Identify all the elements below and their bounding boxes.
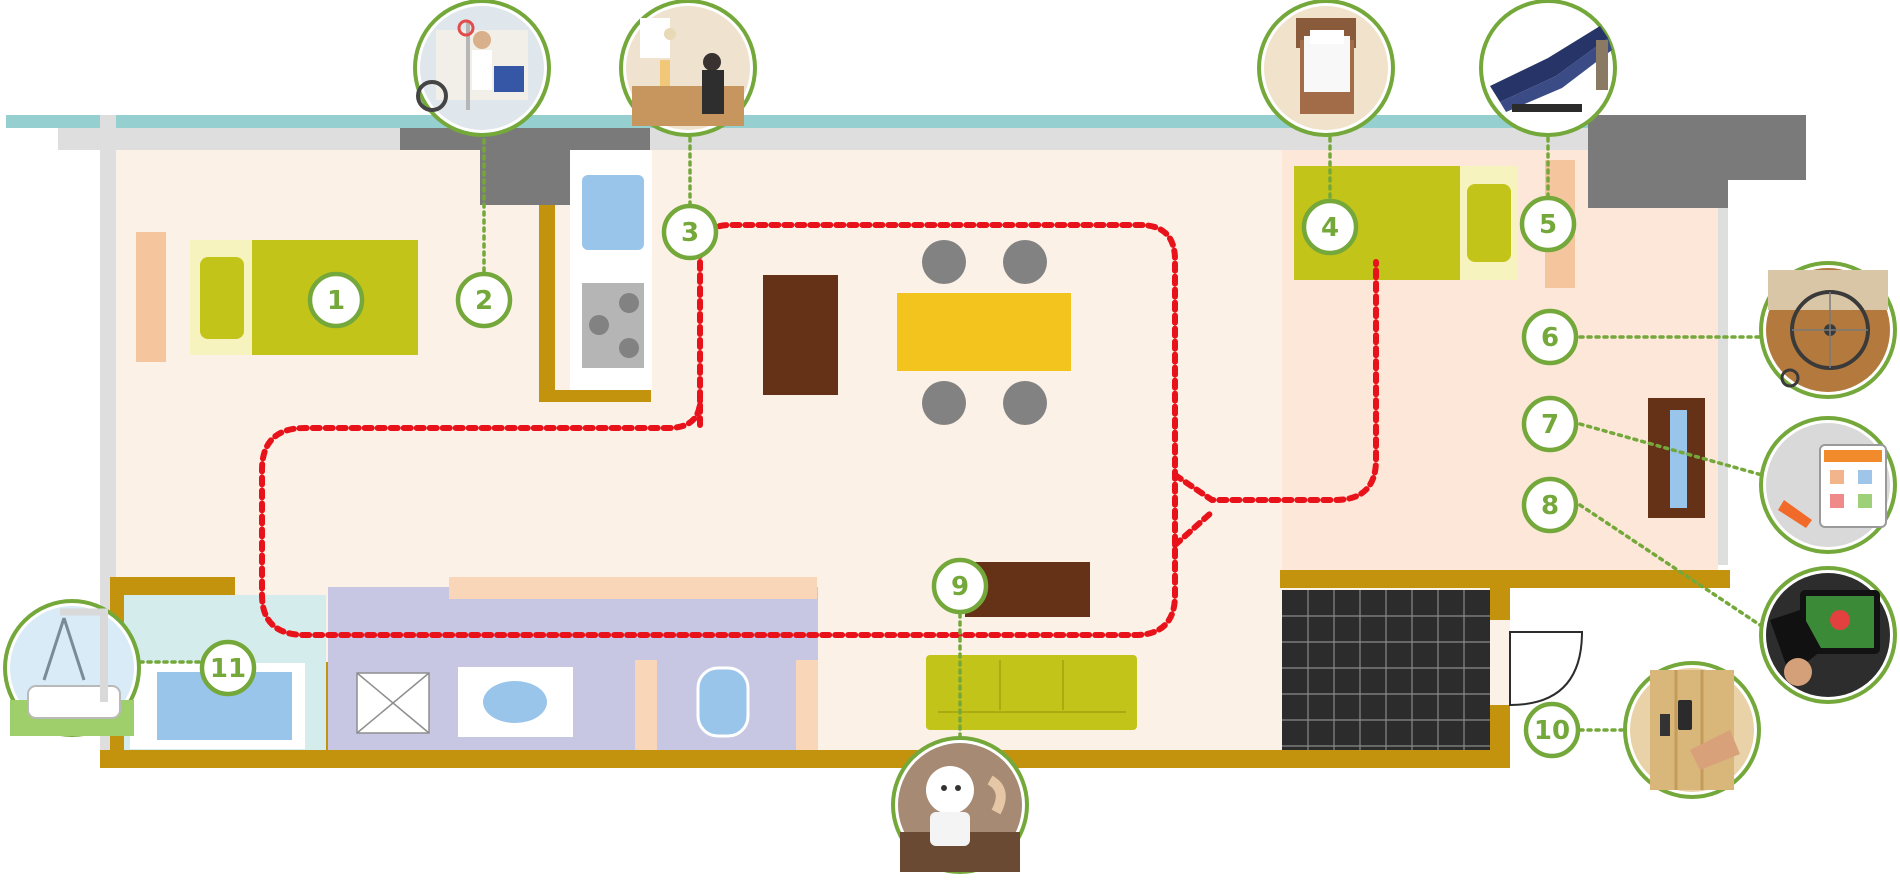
walking-route-branch [1172,509,1215,548]
dark-wall-block-kitchen [480,150,570,205]
stove-burner [619,338,639,358]
kitchen-gold-wall-v [539,205,555,400]
badge-number: 5 [1539,210,1557,240]
photo-robot [891,736,1029,874]
bed-4-pillow [1467,184,1511,262]
stove-burner [589,315,609,335]
badge-number: 6 [1541,323,1559,353]
bed-1-pillow [200,257,244,339]
right-outer-wall [1718,205,1728,565]
badge-circle [1521,476,1579,534]
badge-circle [307,271,365,329]
badge-circle [1301,198,1359,256]
badge-number: 9 [951,572,969,602]
badge-6: 6 [1521,308,1579,366]
badge-circle [1523,701,1581,759]
photo-tablet-game [1759,566,1897,704]
photo-smart-lock [1623,661,1761,799]
toilet-partition [796,660,818,750]
photo-bed [1257,0,1395,137]
bath-gold-wall-top [110,577,235,595]
walking-route-branch [1172,259,1379,503]
entry-gold-wall-top [1490,570,1510,620]
badge-circle [1521,308,1579,366]
kitchen-gold-wall-h [539,390,651,402]
toilet [696,666,750,738]
badge-2: 2 [455,271,513,329]
dining-table [897,293,1071,371]
sofa [926,655,1137,730]
badge-10: 10 [1523,701,1581,759]
cabinet [763,275,838,395]
badge-number: 11 [210,654,246,684]
badge-9: 9 [931,557,989,615]
badge-circle [931,557,989,615]
badge-1: 1 [307,271,365,329]
photo-ceiling-lift [413,0,551,137]
badge-circle [661,203,719,261]
badge-circle [199,639,257,697]
toilet-partition [635,660,657,750]
number-badges: 1 2 3 4 5 6 7 8 9 10 11 [199,195,1581,759]
badge-number: 4 [1321,213,1339,243]
photo-bathtub-lift [3,599,141,737]
dining-stool [922,381,966,425]
bottom-gold-wall [100,750,1510,768]
dining-stool [1003,240,1047,284]
dining-stool [922,240,966,284]
badge-number: 8 [1541,491,1559,521]
badge-circle [1521,395,1579,453]
photo-wheelchair [1759,261,1897,399]
badge-7: 7 [1521,395,1579,453]
washing-machine-cross [356,672,430,734]
badge-11: 11 [199,639,257,697]
badge-4: 4 [1301,198,1359,256]
kitchen-sink [582,175,644,250]
photo-kitchen [619,0,757,137]
connector-7 [1578,422,1764,477]
dark-wall-block-left [400,128,650,150]
dark-wall-block-right-2 [1588,180,1728,208]
entrance-tile-grid [1282,590,1490,750]
photo-tablet [1759,416,1897,554]
badge-number: 10 [1534,716,1570,746]
bedroom-cabinet-screen [1670,410,1687,508]
entry-gold-wall-bottom [1490,705,1510,767]
entrance-door [1509,631,1584,707]
badge-8: 8 [1521,476,1579,534]
badge-3: 3 [661,203,719,261]
dining-stool [1003,381,1047,425]
top-outer-wall [58,128,1588,150]
side-table-1 [136,232,166,362]
counter-strip [449,577,817,599]
photo-care-bed [1479,0,1617,137]
wash-basin [483,681,547,723]
badge-circle [1519,195,1577,253]
stove-burner [619,293,639,313]
badge-number: 2 [475,286,493,316]
badge-5: 5 [1519,195,1577,253]
badge-circle [455,271,513,329]
badge-number: 3 [681,218,699,248]
dark-wall-block-right [1588,115,1806,180]
connector-8 [1578,503,1762,627]
badge-number: 7 [1541,410,1559,440]
badge-number: 1 [327,286,345,316]
